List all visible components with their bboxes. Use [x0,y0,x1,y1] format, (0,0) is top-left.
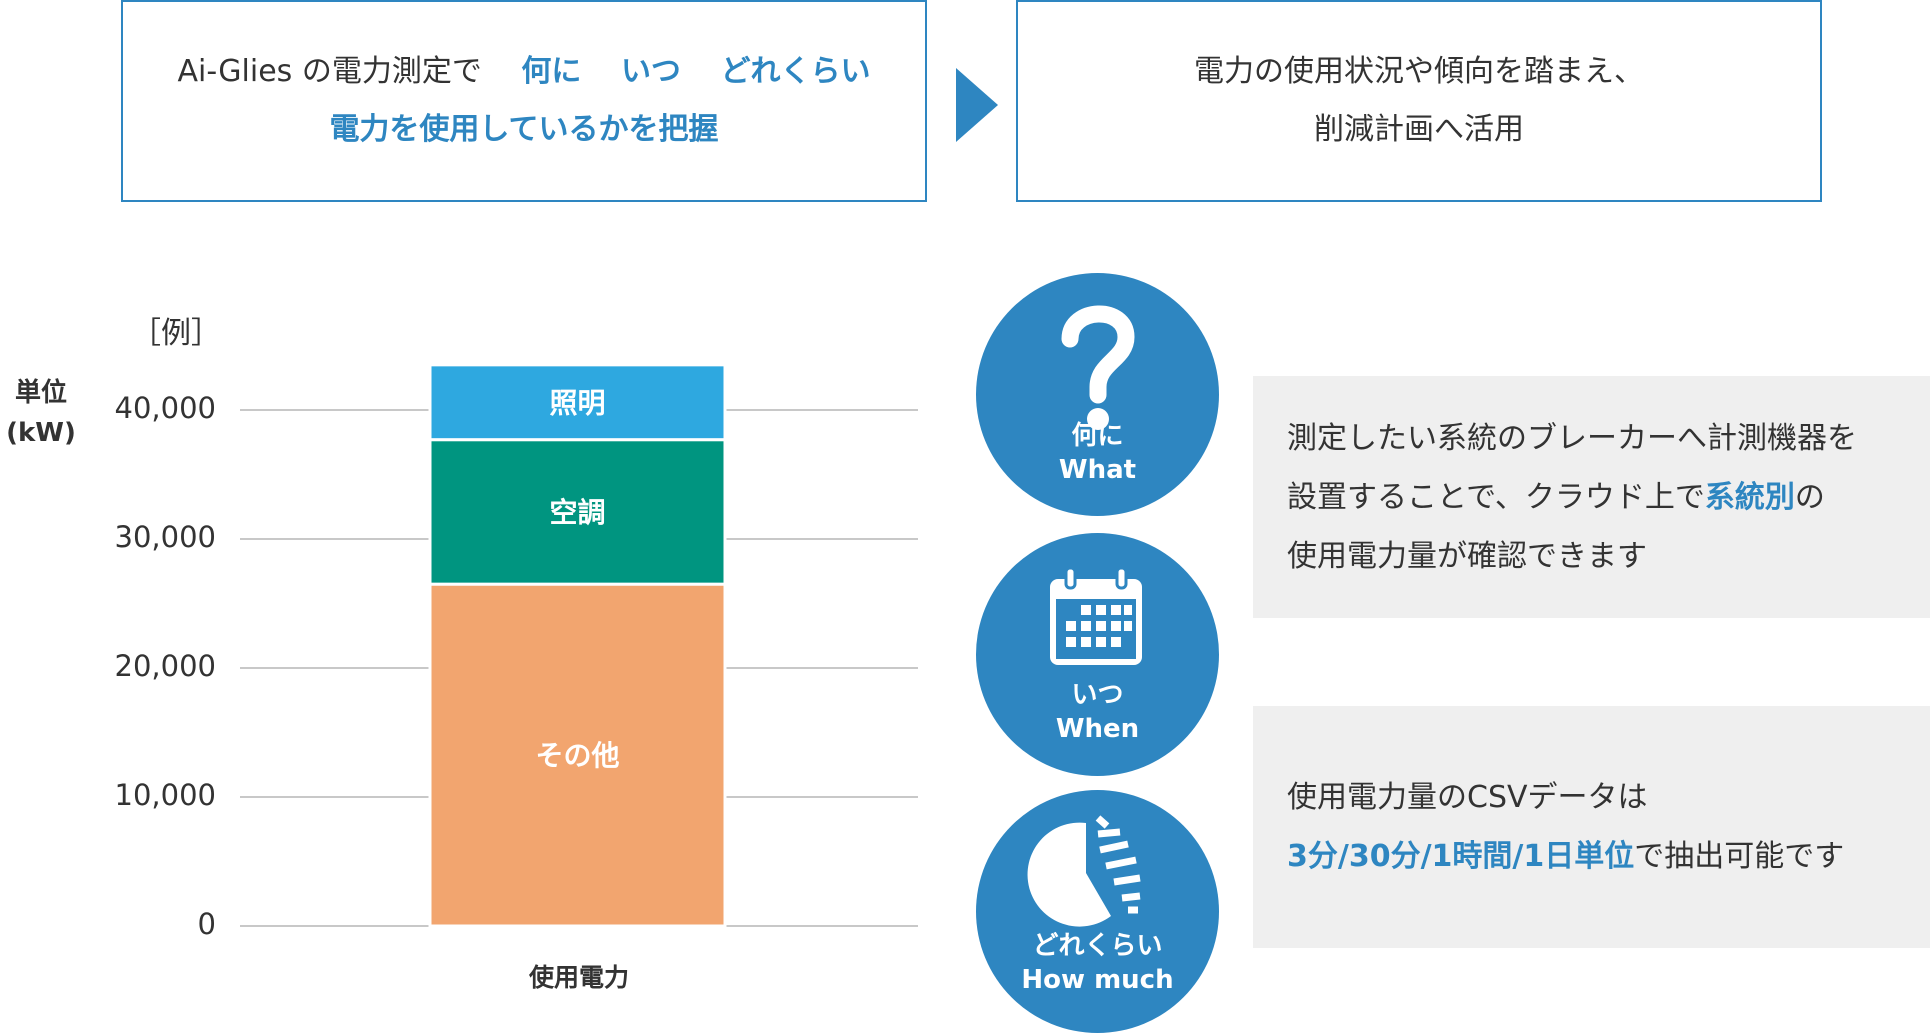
y-tick-label: 10,000 [114,778,216,812]
info-highlight-text: 3分/30分/1時間/1日単位 [1287,839,1635,874]
y-tick-label: 20,000 [114,649,216,683]
y-axis-label-line-2: (kW) [6,418,76,448]
keyword-what: 何に [521,54,582,89]
example-label: ［例］ [131,316,221,351]
bar-segment-1 [428,582,727,928]
pie-chart-icon [1027,815,1141,927]
x-axis-category-label: 使用電力 [528,963,629,992]
summary-right-line-2: 削減計画へ活用 [1314,112,1524,147]
y-tick-label: 0 [197,907,216,941]
summary-line-2: 電力を使用しているかを把握 [329,112,719,147]
bar-segment-label: その他 [535,739,619,772]
arrow-right-icon [956,68,998,142]
bar-segment-3 [428,363,727,442]
feature-how-much-en: How much [1021,965,1174,995]
feature-when-jp: いつ [1071,680,1124,710]
y-tick-label: 40,000 [114,391,216,425]
feature-when-en: When [1055,714,1140,744]
summary-prefix: Ai-Glies の電力測定で [177,54,482,89]
summary-right-line-1: 電力の使用状況や傾向を踏まえ、 [1194,54,1644,89]
feature-what-en: What [1058,455,1137,485]
feature-what-jp: 何に [1071,421,1124,451]
feature-circle-what: 何に What [976,273,1219,516]
info-text: 測定したい系統のブレーカーへ計測機器を [1287,420,1857,456]
feature-circle-how-much: どれくらい How much [976,790,1219,1033]
info-line: 測定したい系統のブレーカーへ計測機器を [1287,409,1930,468]
info-panel-when: 使用電力量のCSVデータは 3分/30分/1時間/1日単位で抽出可能です [1253,706,1930,948]
bar-segment-label: 照明 [549,386,605,419]
feature-how-much-jp: どれくらい [1032,931,1163,961]
info-line: 使用電力量が確認できます [1287,527,1930,586]
info-line: 設置することで、クラウド上で系統別の [1287,468,1930,527]
y-axis-label-line-1: 単位 [14,378,67,408]
summary-box-left: Ai-Glies の電力測定で 何に いつ どれくらい 電力を使用しているかを把… [121,0,927,202]
bar-segment-2 [428,438,727,586]
info-line: 3分/30分/1時間/1日単位で抽出可能です [1287,827,1930,886]
feature-circle-when: いつ When [976,533,1219,776]
info-text: で抽出可能です [1634,839,1845,874]
summary-line-1: Ai-Glies の電力測定で 何に いつ どれくらい [178,43,871,101]
info-text: 使用電力量のCSVデータは [1287,780,1648,815]
y-tick-label: 30,000 [114,520,216,554]
info-text: 設置することで、クラウド上で [1287,479,1705,515]
info-highlight-text: 系統別 [1704,479,1795,515]
info-text: の [1794,479,1825,515]
calendar-icon [1050,566,1142,665]
bar-segment-label: 空調 [549,496,605,529]
info-line: 使用電力量のCSVデータは [1287,768,1930,827]
y-axis-unit-label: 単位 (kW) [0,373,82,453]
keyword-how-much: どれくらい [720,54,871,89]
question-mark-icon [1061,305,1135,430]
info-panel-what: 測定したい系統のブレーカーへ計測機器を設置することで、クラウド上で系統別の使用電… [1253,376,1930,618]
keyword-when: いつ [620,54,681,89]
info-text: 使用電力量が確認できます [1287,538,1647,574]
summary-box-right: 電力の使用状況や傾向を踏まえ、 削減計画へ活用 [1016,0,1822,202]
